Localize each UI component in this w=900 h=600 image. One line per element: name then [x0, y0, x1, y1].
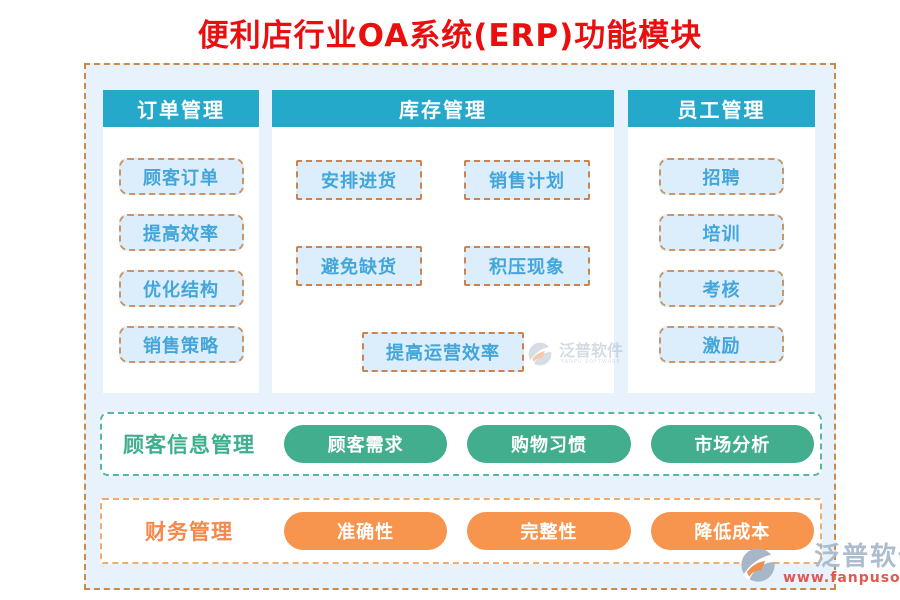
panel-header-inventory: 库存管理: [272, 90, 614, 127]
band-finance: 财务管理 准确性 完整性 降低成本: [100, 498, 822, 564]
panel-body-inventory: 安排进货 销售计划 避免缺货 积压现象 提高运营效率: [272, 127, 614, 372]
inventory-row: 安排进货 销售计划: [272, 160, 614, 200]
module-item: 提高运营效率: [362, 332, 524, 372]
page-title: 便利店行业OA系统(ERP)功能模块: [197, 18, 703, 54]
panel-header-employee: 员工管理: [628, 90, 815, 127]
band-label-finance: 财务管理: [145, 520, 233, 544]
panel-employee-management: 员工管理 招聘 培训 考核 激励: [628, 90, 815, 393]
pill-item: 购物习惯: [467, 425, 631, 463]
watermark-brand: 泛普软件: [814, 542, 900, 572]
band-label-customer-info: 顾客信息管理: [123, 433, 255, 457]
pill-item: 降低成本: [650, 512, 814, 550]
watermark-text: 泛普软件 FANPU SOFTWARE: [559, 340, 624, 365]
panel-inventory-management: 库存管理 安排进货 销售计划 避免缺货 积压现象 提高运营效率: [272, 90, 614, 393]
diagram-container: 订单管理 顾客订单 提高效率 优化结构 销售策略 库存管理 安排进货 销售计划 …: [84, 63, 836, 590]
panel-header-order: 订单管理: [103, 90, 259, 127]
panel-body-order: 顾客订单 提高效率 优化结构 销售策略: [103, 127, 259, 363]
module-item: 销售计划: [464, 160, 590, 200]
module-item: 顾客订单: [118, 158, 244, 195]
inventory-row: 提高运营效率: [272, 332, 614, 372]
inventory-row: 避免缺货 积压现象: [272, 246, 614, 286]
module-item: 培训: [659, 214, 784, 251]
panel-order-management: 订单管理 顾客订单 提高效率 优化结构 销售策略: [103, 90, 259, 393]
module-item: 考核: [659, 270, 784, 307]
module-item: 招聘: [659, 158, 784, 195]
pill-item: 顾客需求: [284, 425, 448, 463]
module-item: 销售策略: [118, 326, 244, 363]
module-item: 积压现象: [464, 246, 590, 286]
watermark-text: 泛普软件 www.fanpusoft.com: [783, 542, 900, 587]
module-item: 激励: [659, 326, 784, 363]
module-item: 优化结构: [118, 270, 244, 307]
watermark-brand: 泛普软件: [559, 340, 624, 360]
pill-item: 准确性: [284, 512, 448, 550]
module-item: 避免缺货: [296, 246, 422, 286]
watermark-brand-subtext: FANPU SOFTWARE: [561, 358, 621, 365]
panel-body-employee: 招聘 培训 考核 激励: [628, 127, 815, 363]
watermark-url: www.fanpusoft.com: [783, 570, 900, 587]
pill-item: 完整性: [467, 512, 631, 550]
band-customer-info: 顾客信息管理 顾客需求 购物习惯 市场分析: [100, 412, 822, 476]
fanpu-logo-icon: [741, 548, 777, 582]
watermark-corner: 泛普软件 www.fanpusoft.com: [739, 542, 900, 587]
fanpu-logo-icon: [528, 342, 553, 366]
module-item: 安排进货: [296, 160, 422, 200]
pill-item: 市场分析: [650, 425, 814, 463]
watermark-center: 泛普软件 FANPU SOFTWARE: [527, 341, 623, 367]
module-item: 提高效率: [118, 214, 244, 251]
